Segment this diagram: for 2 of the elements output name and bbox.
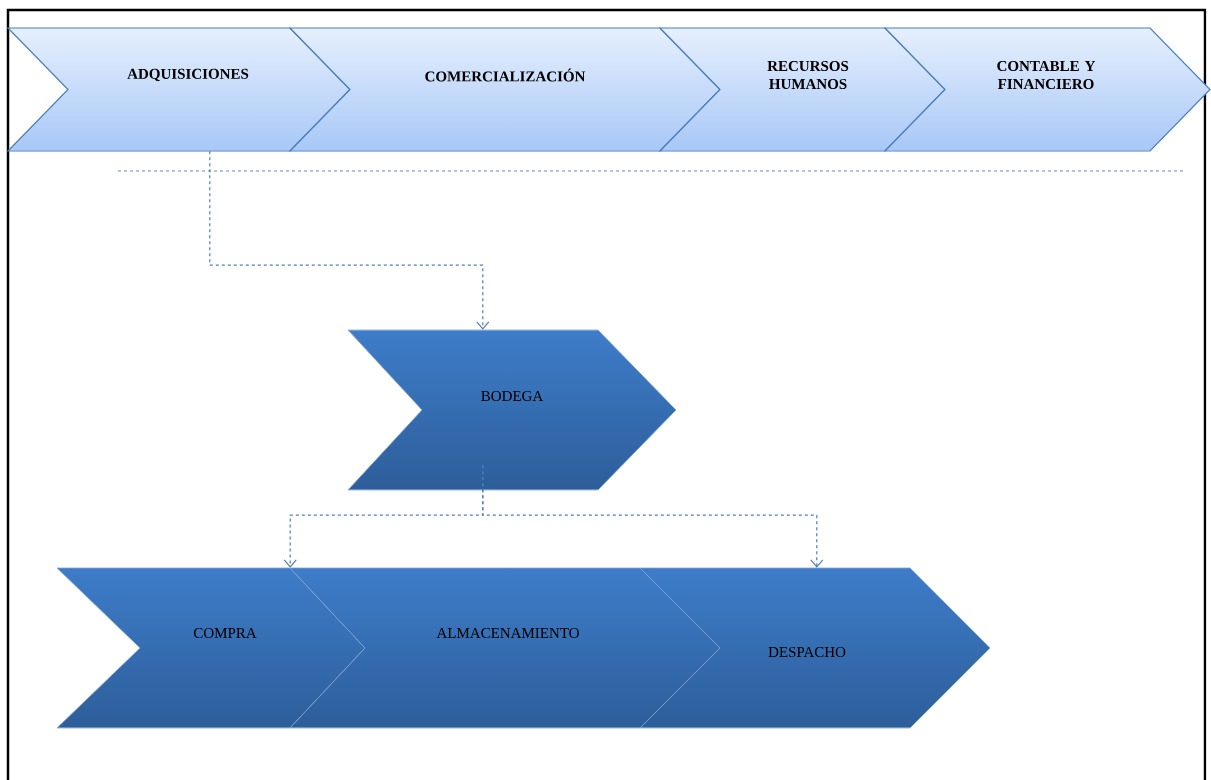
arrow — [482, 464, 824, 568]
arrow — [209, 150, 490, 330]
